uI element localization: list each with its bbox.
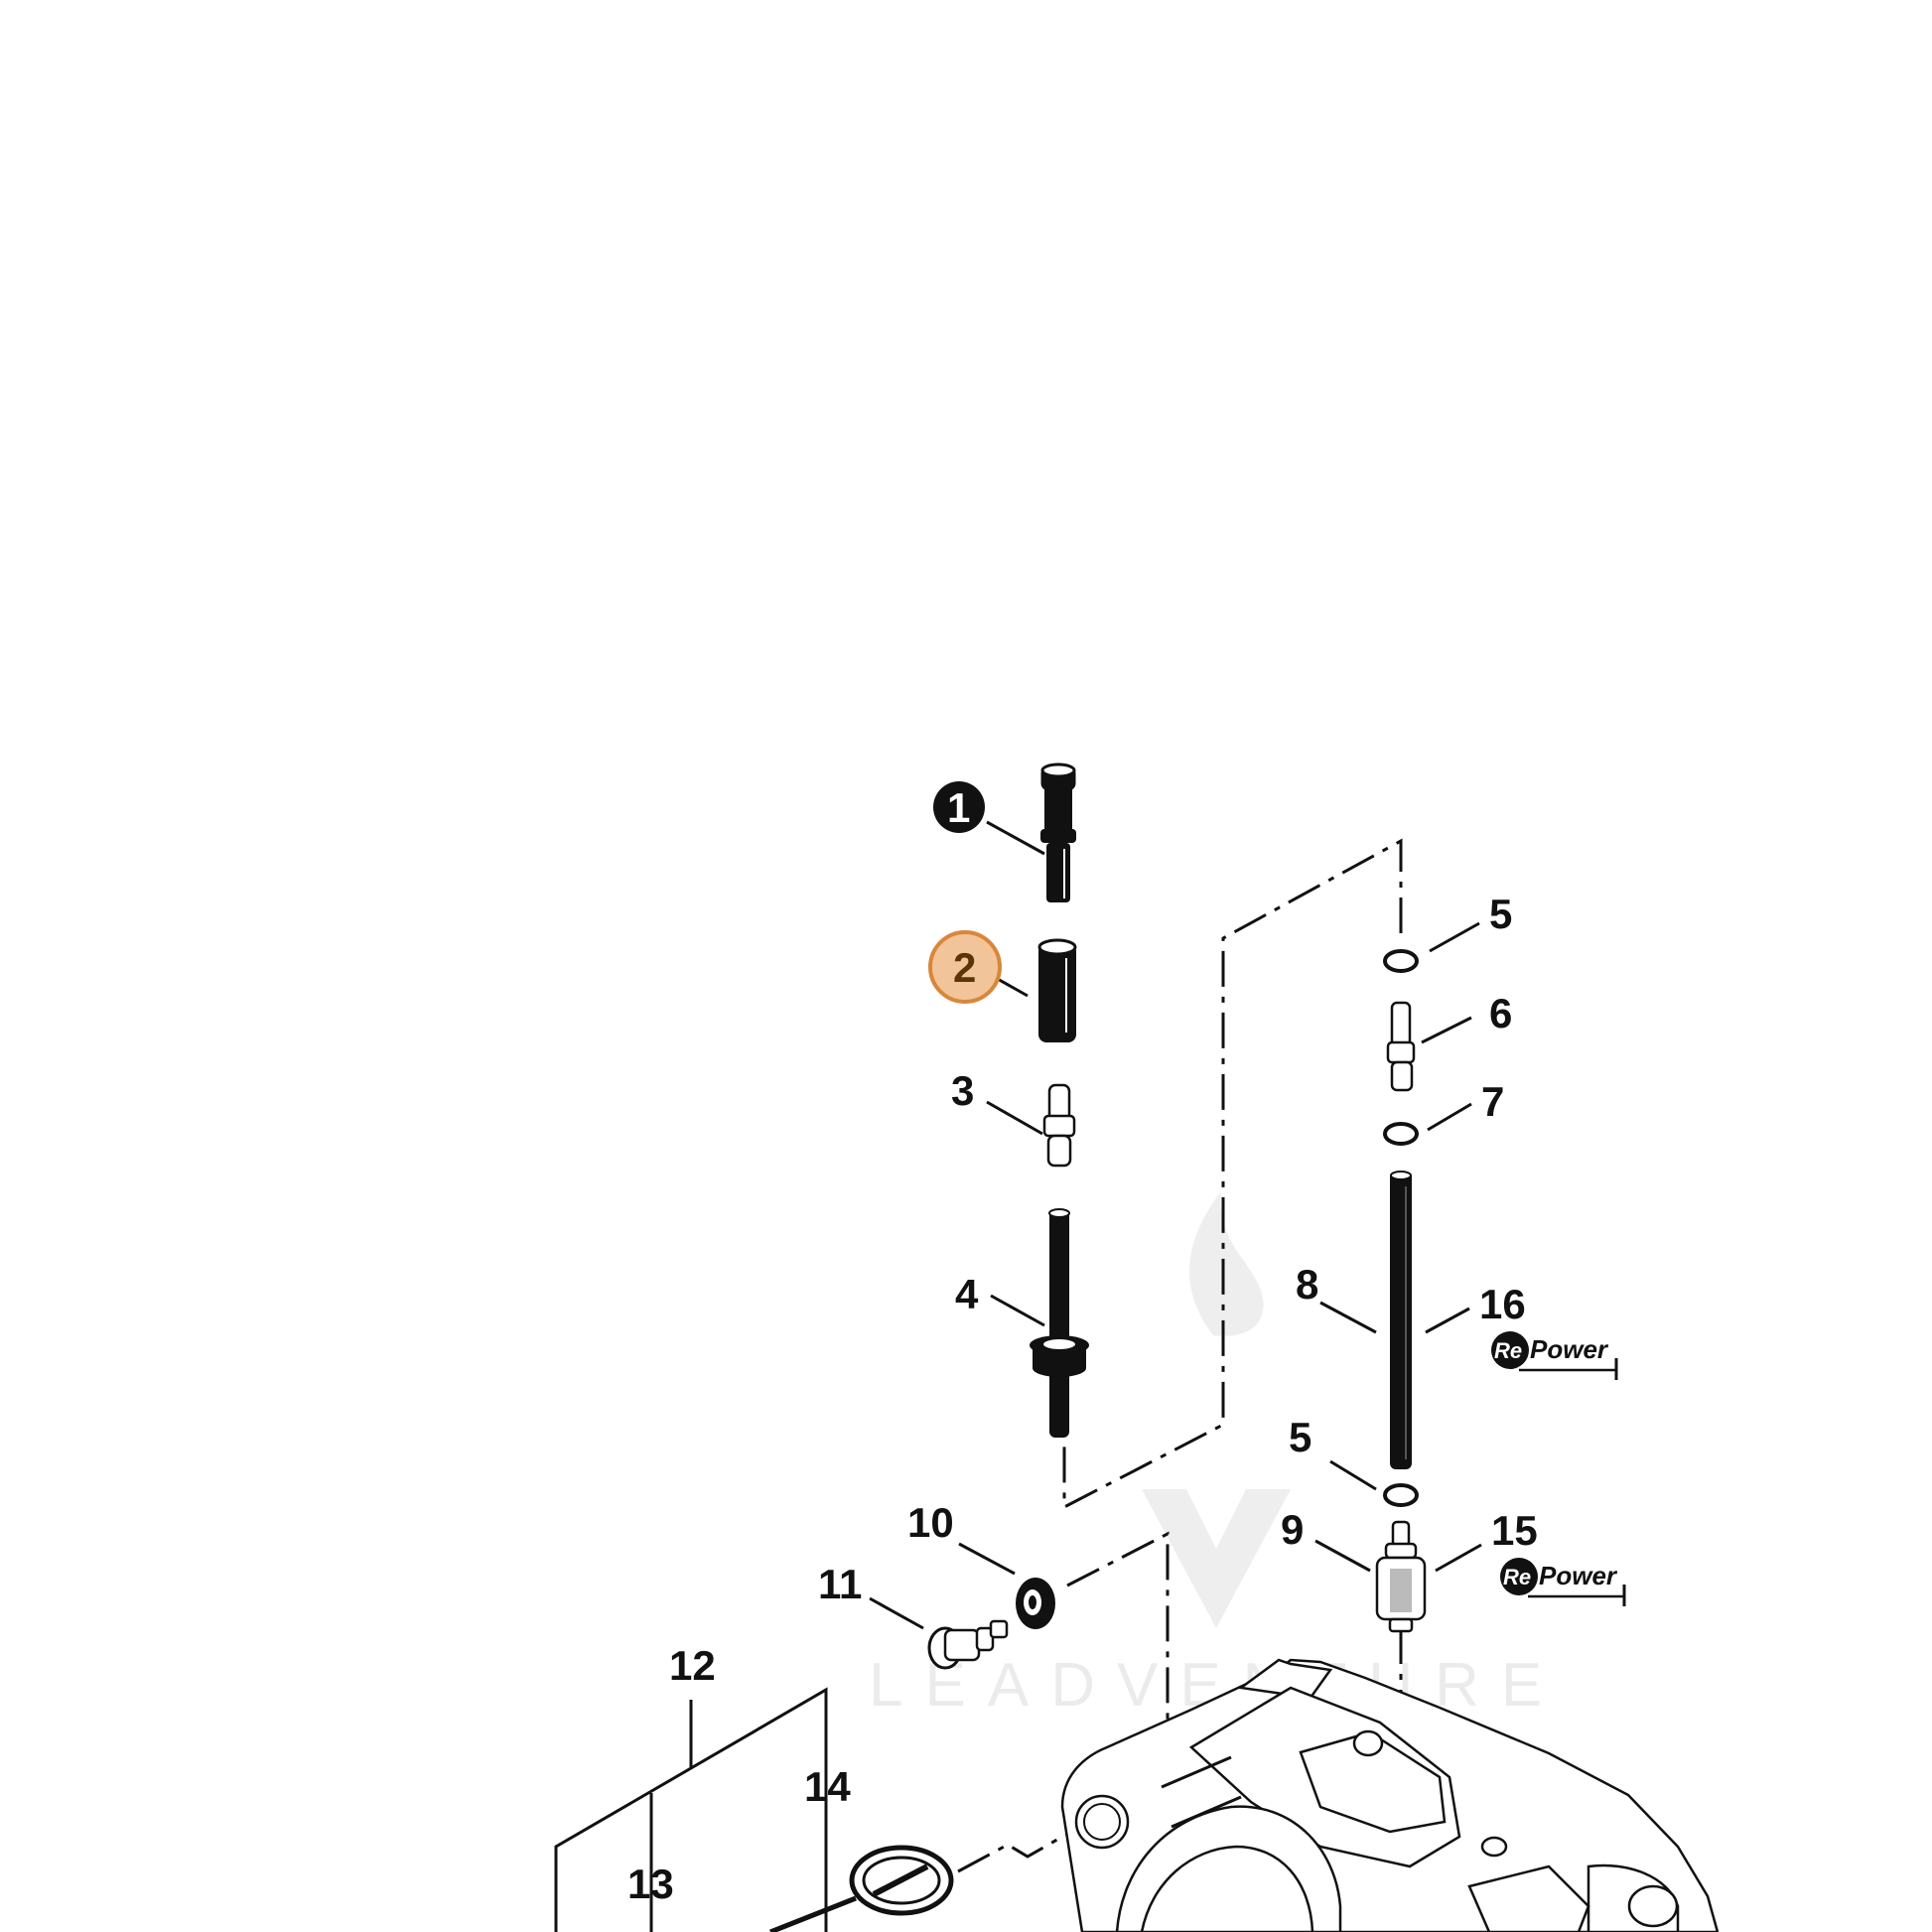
part-7-clip-ring[interactable] <box>1383 1122 1419 1146</box>
leader-8 <box>1319 1301 1377 1334</box>
callout-2-highlight[interactable] <box>928 930 1002 1004</box>
leader-3 <box>986 1100 1043 1136</box>
callout-4: 4 <box>955 1271 979 1317</box>
leader-7 <box>1427 1102 1472 1132</box>
part-5-clip-ring-lower[interactable] <box>1383 1483 1419 1507</box>
leader-6 <box>1421 1016 1472 1044</box>
watermark-logo <box>1142 1191 1291 1628</box>
fuel-tank-housing[interactable] <box>1060 1658 1720 1932</box>
callout-16: 16 <box>1479 1281 1526 1327</box>
callout-8: 8 <box>1296 1261 1318 1308</box>
leader-11 <box>869 1596 924 1630</box>
part-1-connector[interactable] <box>1040 762 1076 902</box>
part-6-nipple[interactable] <box>1386 1001 1416 1092</box>
part-5-clip-ring-top[interactable] <box>1383 949 1419 973</box>
callout-2: 2 <box>953 944 976 991</box>
callout-11: 11 <box>818 1561 862 1607</box>
svg-text:Re: Re <box>1494 1338 1522 1363</box>
repower-badge-b: Re Power <box>1500 1558 1626 1606</box>
part-4-fuel-hose[interactable] <box>1030 1208 1089 1438</box>
leader-5-top <box>1429 921 1480 953</box>
callout-1: 1 <box>947 784 970 831</box>
callout-12: 12 <box>669 1642 716 1689</box>
callout-1-badge <box>933 781 985 833</box>
part-2-hose-sleeve[interactable] <box>1037 938 1077 1042</box>
callout-6: 6 <box>1489 990 1512 1036</box>
callout-5-lower: 5 <box>1289 1414 1311 1460</box>
callout-9: 9 <box>1281 1506 1304 1553</box>
callout-10: 10 <box>907 1499 954 1546</box>
leader-5-lower <box>1329 1459 1377 1491</box>
callout-14: 14 <box>804 1763 851 1810</box>
svg-text:Power: Power <box>1539 1561 1618 1590</box>
callout-3: 3 <box>951 1067 974 1114</box>
part-8-fuel-hose[interactable] <box>1390 1171 1412 1469</box>
part-9-fuel-filter[interactable] <box>1375 1520 1427 1633</box>
leader-16 <box>1425 1307 1470 1334</box>
callout-15: 15 <box>1491 1507 1538 1554</box>
routing-line-middle <box>1066 1531 1170 1886</box>
part-3-nipple[interactable] <box>1042 1083 1076 1168</box>
callout-13: 13 <box>627 1861 674 1907</box>
routing-line-upper <box>1062 838 1403 1510</box>
leader-1 <box>986 820 1045 856</box>
svg-text:Re: Re <box>1503 1565 1531 1589</box>
repower-badge-a: Re Power <box>1491 1331 1618 1380</box>
callout-5-top: 5 <box>1489 891 1512 937</box>
leader-9 <box>1314 1539 1371 1573</box>
part-10-grommet[interactable] <box>1016 1578 1055 1629</box>
part-14-gasket[interactable] <box>769 1845 954 1932</box>
svg-text:Power: Power <box>1530 1334 1609 1364</box>
part-11-valve[interactable] <box>927 1619 1009 1670</box>
callout-7: 7 <box>1481 1078 1504 1125</box>
leader-4 <box>990 1294 1045 1327</box>
leader-15 <box>1435 1543 1482 1573</box>
leader-10 <box>958 1542 1016 1576</box>
